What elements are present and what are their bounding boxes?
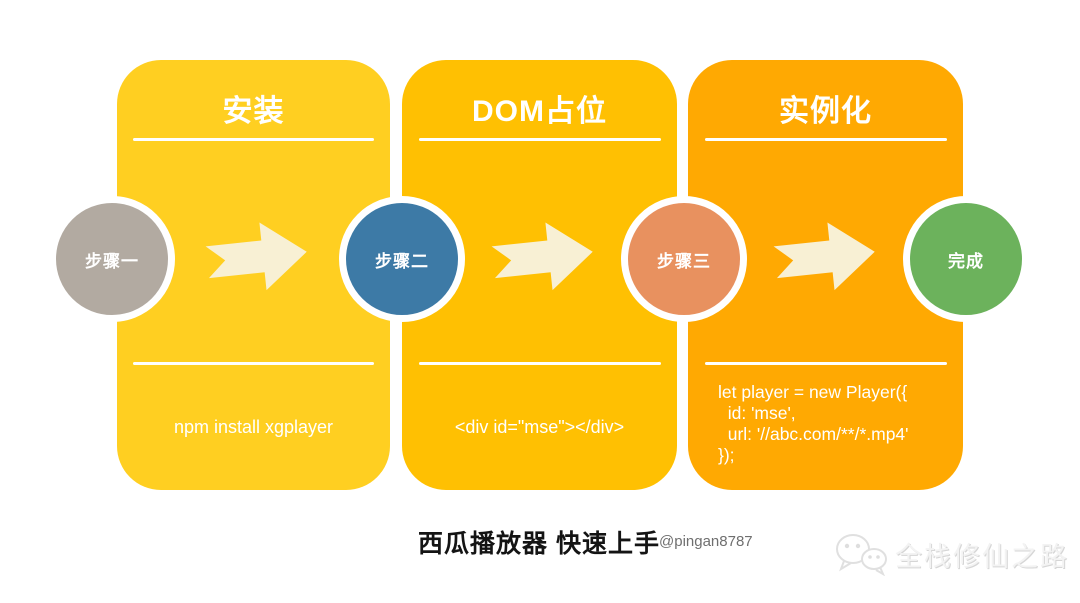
arrow-icon (773, 222, 875, 291)
dom-snippet: <div id="mse"></div> (402, 365, 677, 490)
step-circle-1: 步骤一 (49, 196, 175, 322)
player-code-snippet: let player = new Player({ id: 'mse', url… (688, 382, 963, 466)
arrow-shape (491, 222, 593, 291)
code-line: let player = new Player({ (718, 382, 908, 402)
install-command: npm install xgplayer (117, 365, 390, 490)
arrow-shape (205, 222, 307, 291)
code-line: npm install xgplayer (173, 417, 334, 437)
card-divider-bottom (133, 362, 374, 365)
step-circle-2: 步骤二 (339, 196, 465, 322)
watermark-text: 全栈修仙之路 (895, 541, 1069, 572)
wechat-icon (836, 534, 887, 576)
card-divider-top (418, 138, 661, 141)
card-divider-top (133, 138, 374, 141)
code-line: url: '//abc.com/**/*.mp4' (718, 424, 909, 444)
code-line: id: 'mse', (718, 403, 796, 423)
step-circle-3: 步骤三 (621, 196, 747, 322)
done-circle-label: 完成 (948, 251, 984, 271)
step-circle-label: 步骤二 (375, 251, 429, 271)
card-divider-bottom (418, 362, 661, 365)
card-title-install: 安装 (222, 95, 285, 128)
card-title-dom: DOM占位 (472, 95, 607, 128)
arrow-icon (205, 222, 307, 291)
card-divider-bottom (704, 362, 947, 365)
card-title-instantiate: 实例化 (779, 95, 872, 128)
code-line: }); (718, 445, 735, 465)
arrow-icon (491, 222, 593, 291)
author-handle: @pingan8787 (659, 533, 753, 550)
card-divider-top (704, 138, 947, 141)
done-circle: 完成 (903, 196, 1029, 322)
page-title: 西瓜播放器 快速上手 (418, 530, 660, 558)
code-line: <div id="mse"></div> (454, 417, 625, 437)
arrow-shape (773, 222, 875, 291)
step-circle-label: 步骤一 (85, 251, 139, 271)
step-circle-label: 步骤三 (657, 251, 711, 271)
watermark: 全栈修仙之路 (834, 532, 1069, 576)
